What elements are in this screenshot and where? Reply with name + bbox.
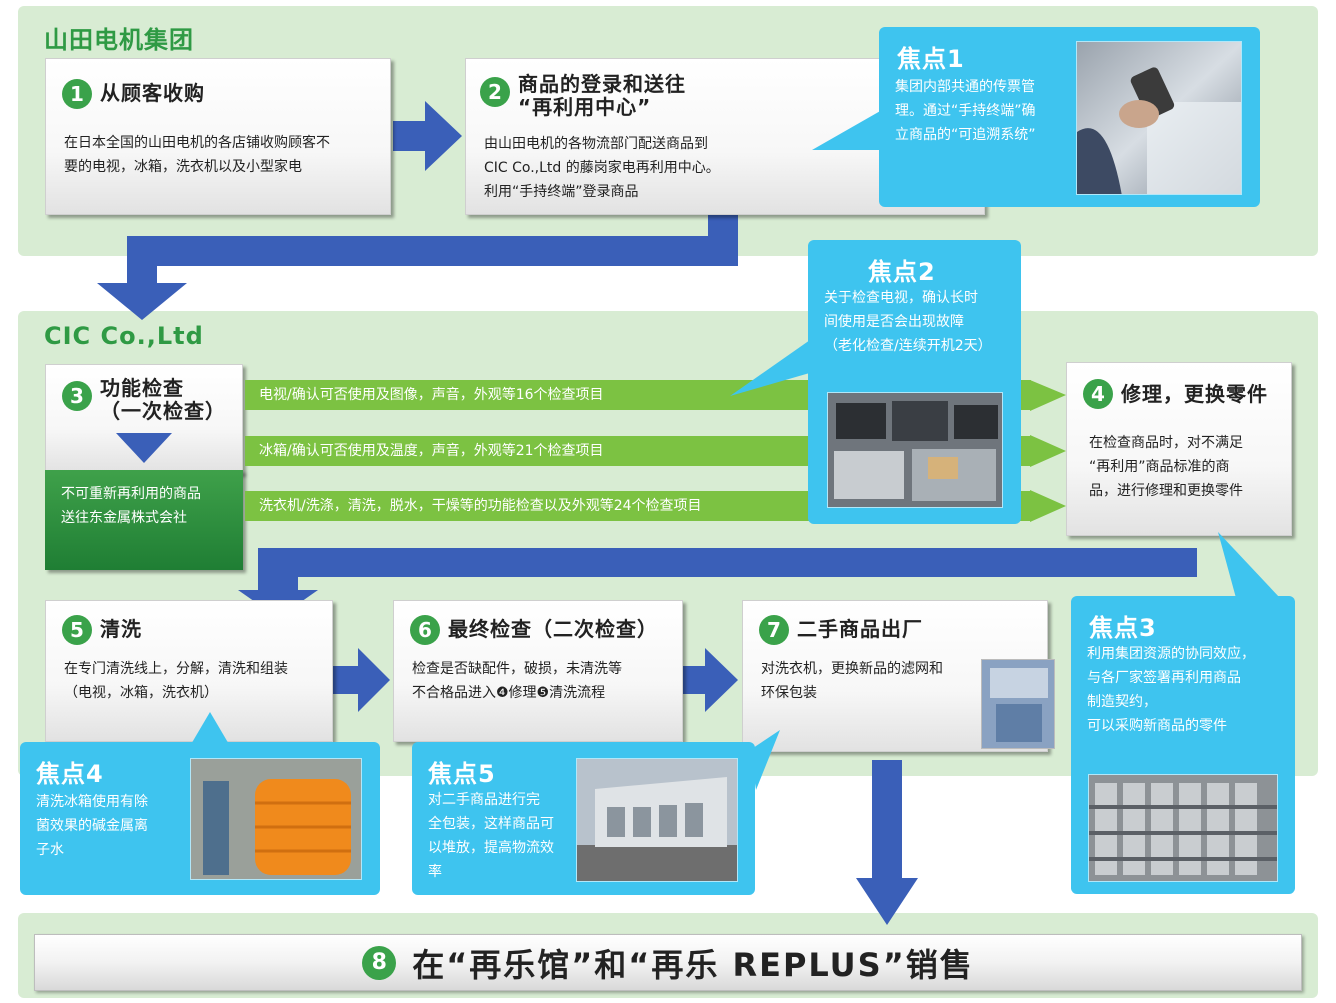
distribution-center-photo xyxy=(576,758,738,882)
focus-5-callout: 焦点5 对二手商品进行完 全包装，这样商品可 以堆放，提高物流效 率 xyxy=(412,742,755,895)
ionized-water-tank-photo xyxy=(190,758,362,880)
focus-2-text: 关于检查电视，确认长时 间使用是否会出现故障 （老化检查/连续开机2天） xyxy=(824,290,992,354)
focus-3-title: 焦点3 xyxy=(1089,614,1157,642)
focus-3-callout: 焦点3 利用集团资源的协同效应， 与各厂家签署再利用商品 制造契约， 可以采购新… xyxy=(1071,596,1295,894)
tv-aging-test-photo xyxy=(827,392,1003,508)
warehouse-parts-photo xyxy=(1088,774,1278,882)
focus-5-text: 对二手商品进行完 全包装，这样商品可 以堆放，提高物流效 率 xyxy=(428,792,554,880)
focus-2-pointer xyxy=(730,340,820,396)
focus-3-pointer xyxy=(1218,532,1280,598)
step-6-box: 6 最终检查（二次检查） 检查是否缺配件，破损，未清洗等 不合格品进入❹修理❺清… xyxy=(393,600,683,742)
step-3-down-arrow xyxy=(116,433,172,463)
arrow-4-to-5 xyxy=(238,540,1197,618)
focus-2-callout: 焦点2 关于检查电视，确认长时 间使用是否会出现故障 （老化检查/连续开机2天） xyxy=(808,240,1021,524)
check-arrowhead-fridge xyxy=(1030,435,1066,467)
focus-1-pointer xyxy=(812,110,892,150)
focus-1-title: 焦点1 xyxy=(897,45,965,73)
check-arrowhead-tv xyxy=(1030,380,1066,411)
arrow-1-to-2 xyxy=(393,101,462,171)
step-5-body: 在专门清洗线上，分解，清洗和组装 （电视，冰箱，洗衣机） xyxy=(64,661,288,701)
step-2-title: 商品的登录和送往 “再利用中心” xyxy=(518,72,686,119)
step-4-title: 修理，更换零件 xyxy=(1121,382,1268,406)
step-1-title: 从顾客收购 xyxy=(100,81,205,105)
arrow-5-to-6 xyxy=(333,648,390,712)
step-3-number: 3 xyxy=(62,381,92,411)
step-7-title: 二手商品出厂 xyxy=(797,617,923,641)
focus-5-pointer xyxy=(750,730,780,790)
step-5-number: 5 xyxy=(62,615,92,645)
check-arrowhead-washer xyxy=(1030,490,1066,522)
focus-5-title: 焦点5 xyxy=(428,760,496,788)
not-reusable-box: 不可重新再利用的商品 送往东金属株式会社 xyxy=(45,470,243,570)
step-2-number: 2 xyxy=(480,77,510,107)
step-4-box: 4 修理，更换零件 在检查商品时，对不满足 “再利用”商品标准的商 品，进行修理… xyxy=(1066,362,1292,536)
step-8-number: 8 xyxy=(362,945,397,980)
arrow-2-to-3 xyxy=(97,215,738,320)
step-2-body: 由山田电机的各物流部门配送商品到 CIC Co.,Ltd 的藤岗家电再利用中心。… xyxy=(484,136,720,200)
arrow-6-to-7 xyxy=(683,648,738,712)
cic-section-title: CIC Co.,Ltd xyxy=(44,322,204,350)
focus-2-title: 焦点2 xyxy=(868,258,936,286)
step-3-box: 3 功能检查 （一次检查） xyxy=(45,364,243,474)
step-6-number: 6 xyxy=(410,615,440,645)
step-7-body: 对洗衣机，更换新品的滤网和 环保包装 xyxy=(761,661,943,701)
step-7-box: 7 二手商品出厂 对洗衣机，更换新品的滤网和 环保包装 xyxy=(742,600,1055,752)
step-8-title: 在“再乐馆”和“再乐 REPLUS”销售 xyxy=(412,945,974,984)
focus-4-text: 清洗冰箱使用有除 菌效果的碱金属离 子水 xyxy=(36,794,148,858)
step-6-title: 最终检查（二次检查） xyxy=(448,617,658,641)
step-4-body: 在检查商品时，对不满足 “再利用”商品标准的商 品，进行修理和更换零件 xyxy=(1089,435,1243,499)
step-4-number: 4 xyxy=(1083,379,1113,409)
handheld-terminal-photo xyxy=(1076,41,1242,195)
step-5-title: 清洗 xyxy=(100,617,142,641)
focus-1-text: 集团内部共通的传票管 理。通过“手持终端”确 立商品的“可追溯系统” xyxy=(895,79,1036,143)
washer-filter-photo xyxy=(981,659,1055,749)
focus-4-callout: 焦点4 清洗冰箱使用有除 菌效果的碱金属离 子水 xyxy=(20,742,380,895)
final-sales-bar: 8 在“再乐馆”和“再乐 REPLUS”销售 xyxy=(34,934,1302,991)
step-1-number: 1 xyxy=(62,79,92,109)
step-1-box: 1 从顾客收购 在日本全国的山田电机的各店铺收购顾客不 要的电视，冰箱，洗衣机以… xyxy=(45,58,391,215)
arrow-7-to-8 xyxy=(856,760,918,925)
step-1-body: 在日本全国的山田电机的各店铺收购顾客不 要的电视，冰箱，洗衣机以及小型家电 xyxy=(64,135,330,175)
step-5-box: 5 清洗 在专门清洗线上，分解，清洗和组装 （电视，冰箱，洗衣机） xyxy=(45,600,333,742)
focus-4-pointer xyxy=(190,712,230,746)
step-3-title: 功能检查 （一次检查） xyxy=(100,376,226,423)
step-6-body: 检查是否缺配件，破损，未清洗等 不合格品进入❹修理❺清洗流程 xyxy=(412,661,622,701)
focus-1-callout: 焦点1 集团内部共通的传票管 理。通过“手持终端”确 立商品的“可追溯系统” xyxy=(879,27,1260,207)
step-7-number: 7 xyxy=(759,615,789,645)
yamada-section-title: 山田电机集团 xyxy=(44,26,194,54)
focus-4-title: 焦点4 xyxy=(36,760,104,788)
focus-3-text: 利用集团资源的协同效应， 与各厂家签署再利用商品 制造契约， 可以采购新商品的零… xyxy=(1087,646,1255,734)
